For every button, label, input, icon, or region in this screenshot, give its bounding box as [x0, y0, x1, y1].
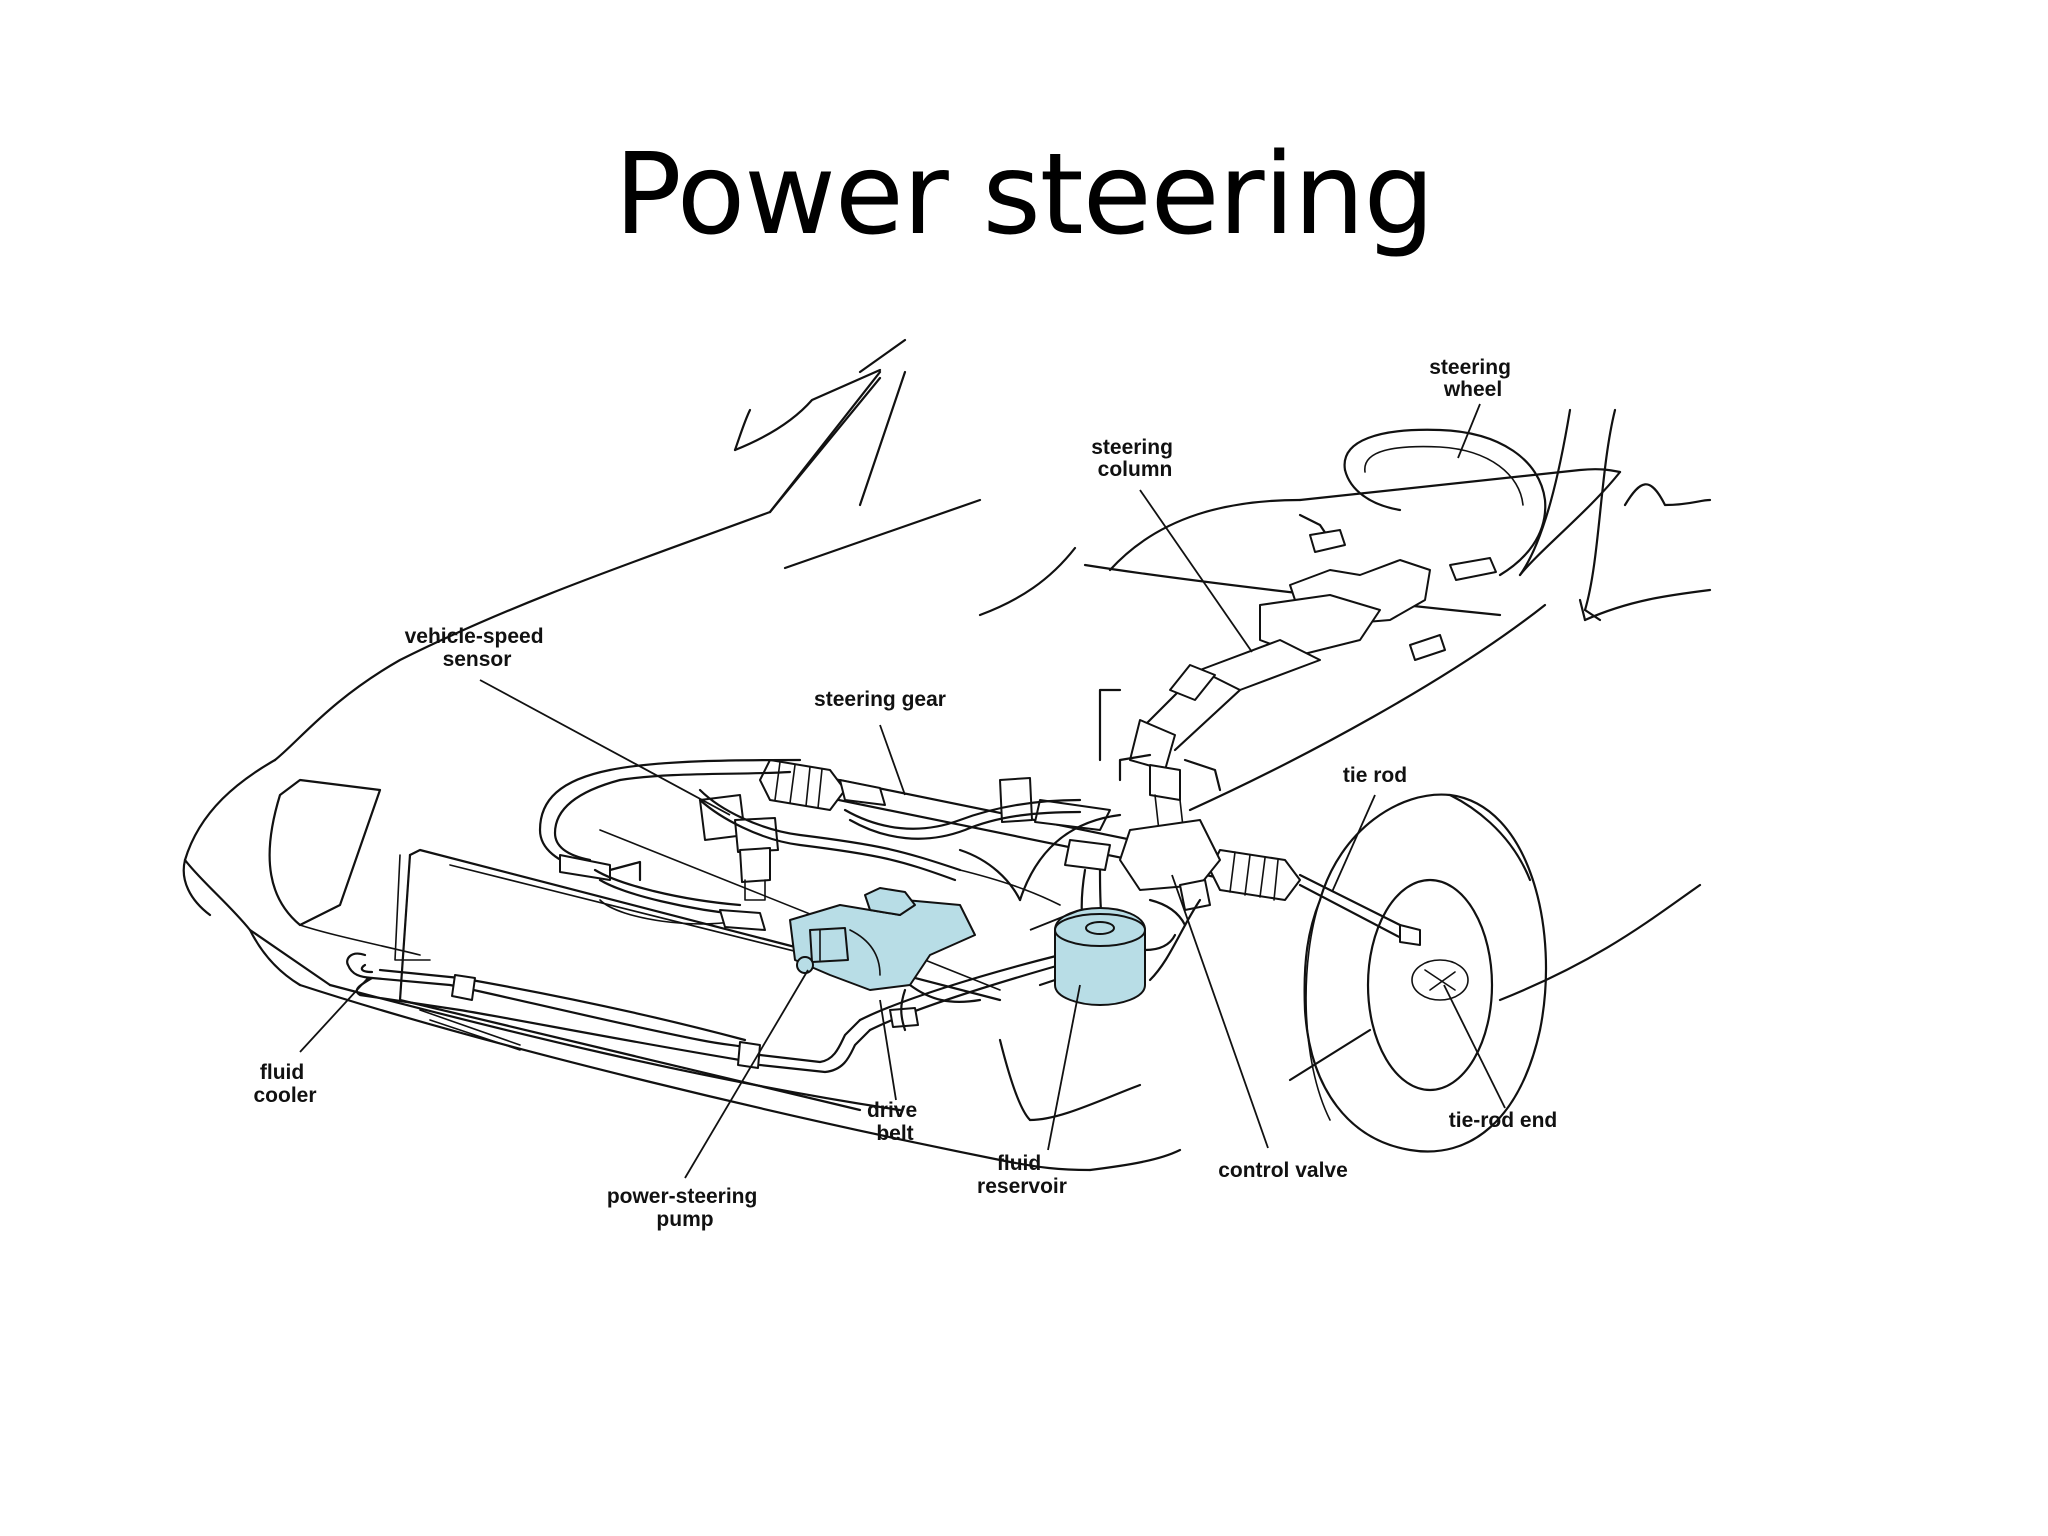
- label-drive-belt: drive belt: [867, 1099, 923, 1145]
- power-steering-pump-shape: [789, 887, 982, 1032]
- leader-tie-rod: [1331, 794, 1376, 893]
- label-tie-rod: tie rod: [1343, 764, 1407, 787]
- leader-fluid-cooler: [299, 977, 369, 1053]
- callout-labels: steering wheel steering column vehicle-s…: [253, 356, 1557, 1231]
- label-steering-column: steering column: [1091, 436, 1179, 481]
- leader-steering-wheel: [1457, 403, 1481, 459]
- front-wheel: [1303, 793, 1548, 1153]
- label-steering-gear: steering gear: [814, 688, 946, 711]
- label-power-steering-pump: power-steering pump: [607, 1185, 763, 1231]
- label-fluid-reservoir: fluid reservoir: [977, 1152, 1067, 1198]
- label-fluid-cooler: fluid cooler: [253, 1061, 316, 1107]
- leader-vehicle-speed-sensor: [479, 679, 731, 816]
- leader-power-steering-pump: [684, 969, 809, 1179]
- steering-wheel-shape: [1343, 428, 1547, 577]
- leader-steering-gear: [879, 724, 906, 796]
- fluid-reservoir-shape: [1038, 907, 1177, 1006]
- label-steering-wheel: steering wheel: [1429, 356, 1517, 401]
- label-control-valve: control valve: [1218, 1159, 1348, 1182]
- slide-title: Power steering: [614, 130, 1435, 260]
- steering-column-shape: [1098, 513, 1497, 846]
- steering-gear-assembly: [538, 758, 1421, 982]
- label-tie-rod-end: tie-rod end: [1449, 1109, 1558, 1132]
- radiator-and-cooler: [346, 848, 1062, 1112]
- leader-lines: [299, 403, 1506, 1179]
- leader-tie-rod-end: [1443, 984, 1506, 1109]
- leader-steering-column: [1139, 489, 1253, 653]
- leader-drive-belt: [879, 999, 897, 1101]
- leader-reservoir-pump: [1029, 909, 1081, 931]
- label-vehicle-speed-sensor: vehicle-speed sensor: [405, 625, 550, 671]
- leader-control-valve: [1171, 874, 1269, 1149]
- car-body-outline: [182, 338, 1712, 1172]
- leader-fluid-reservoir: [1047, 984, 1081, 1151]
